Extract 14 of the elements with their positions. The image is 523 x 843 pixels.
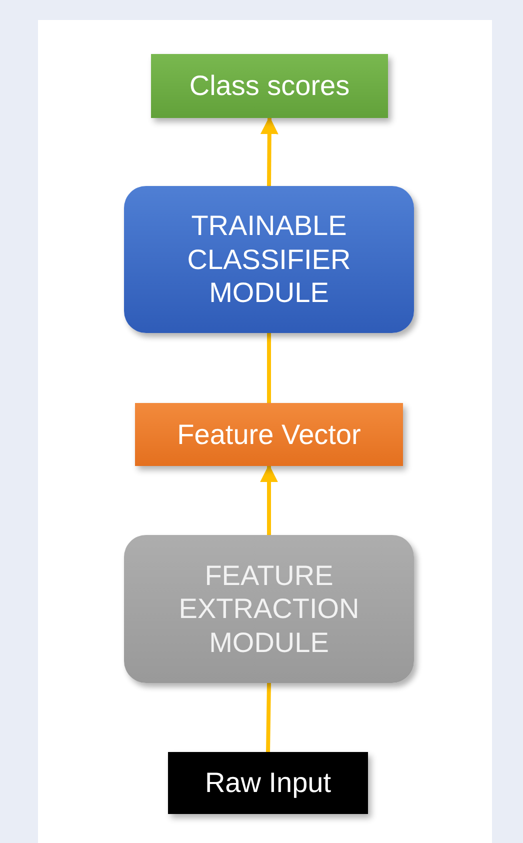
node-label: Raw Input — [204, 766, 332, 800]
input-box — [168, 752, 368, 814]
module-box — [124, 186, 414, 333]
connector-line — [267, 333, 271, 403]
connector-line — [266, 682, 271, 752]
node-label: TRAINABLE CLASSIFIER MODULE — [186, 209, 352, 310]
module-box — [124, 535, 414, 683]
vector-box — [135, 403, 403, 466]
node-label: FEATURE EXTRACTION MODULE — [178, 558, 360, 660]
output-box — [151, 54, 388, 118]
arrow — [260, 464, 278, 535]
arrow — [260, 116, 278, 186]
node-label: Class scores — [188, 69, 351, 103]
node-label: Feature Vector — [176, 418, 362, 452]
